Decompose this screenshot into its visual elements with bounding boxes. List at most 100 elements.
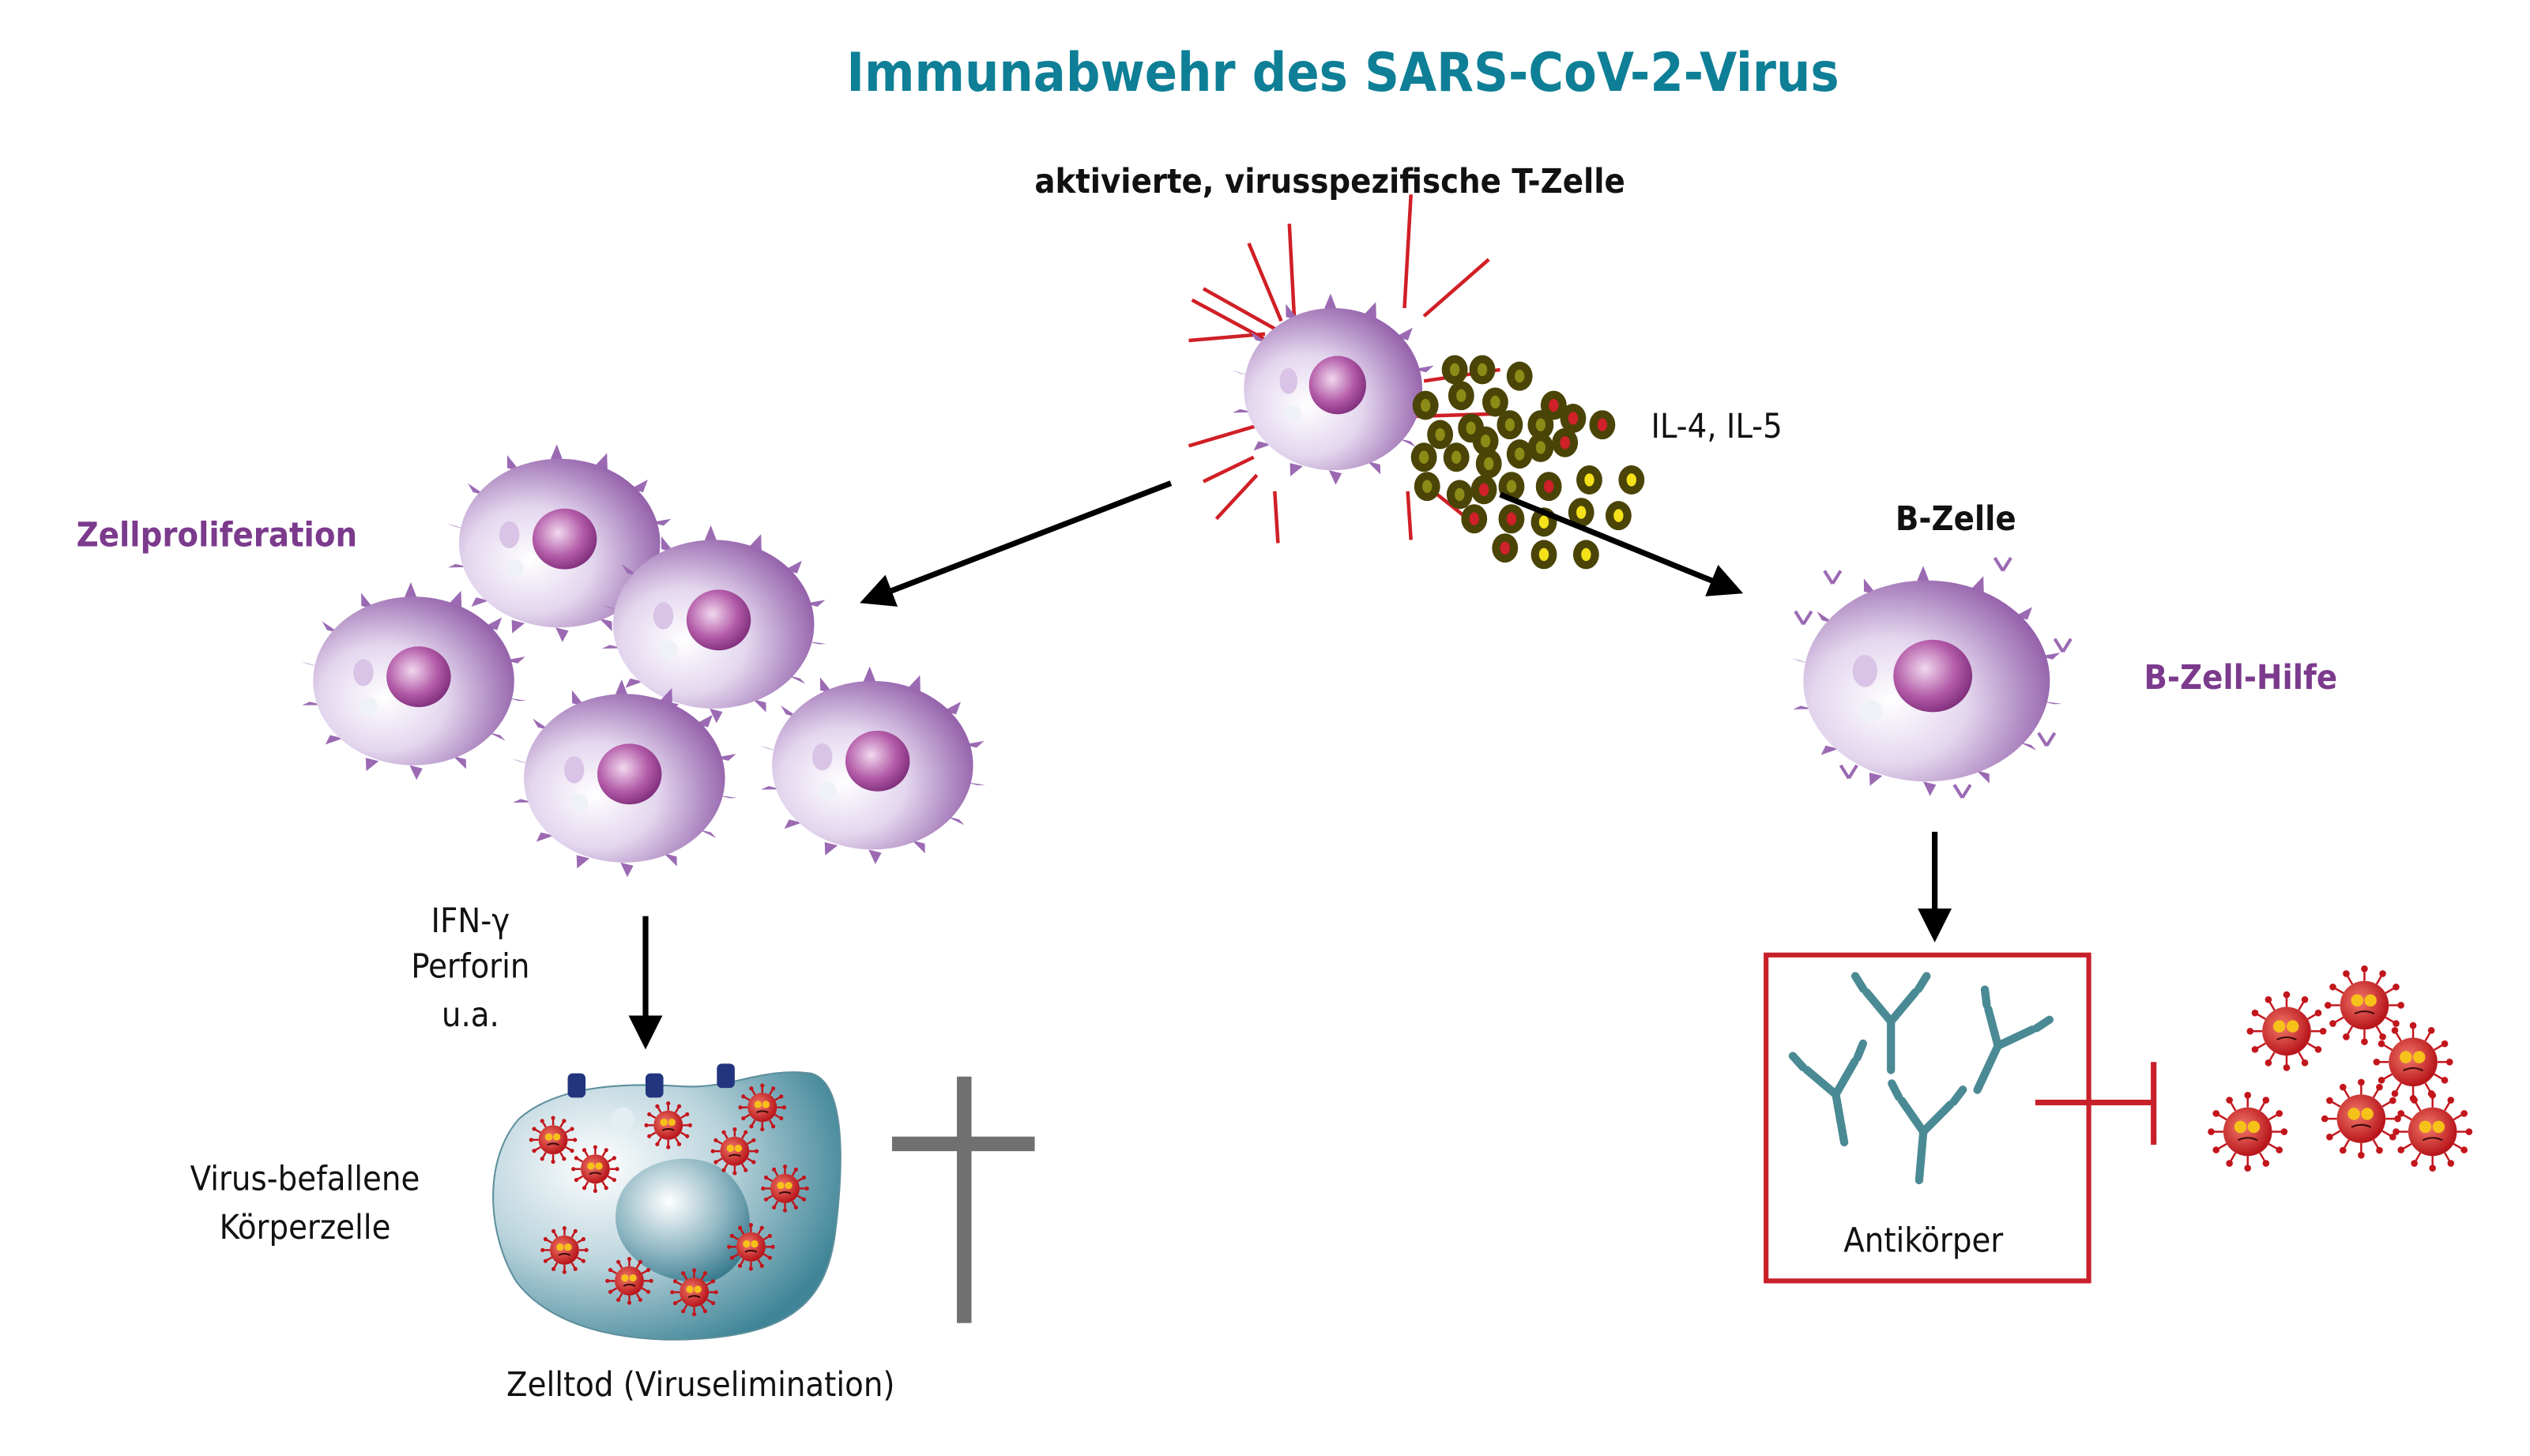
cytokine-label: IL-4, IL-5 xyxy=(1651,407,1782,446)
cytokine-particle xyxy=(1469,355,1496,385)
proliferating-t-cells xyxy=(300,444,986,878)
effector-line: Perforin xyxy=(411,947,529,987)
cross-icon xyxy=(891,1076,1035,1323)
cytokine-particle xyxy=(1506,361,1533,391)
cytokine-particle xyxy=(1475,449,1502,479)
virus-icon xyxy=(727,1222,775,1271)
activation-rays xyxy=(1188,194,1508,544)
virus-icon xyxy=(540,1226,589,1274)
cytokine-particle xyxy=(1412,390,1439,420)
activation-ray xyxy=(1247,242,1283,322)
cytokine-particle xyxy=(1441,355,1468,385)
t-cell-body xyxy=(1231,293,1435,485)
cytokine-particle xyxy=(1530,540,1557,570)
antibody-label: Antikörper xyxy=(1843,1221,2003,1260)
cytokine-particle xyxy=(1527,432,1554,462)
cytokine-particle xyxy=(1540,390,1567,420)
cytokine-particle xyxy=(1472,426,1499,456)
b-cell-receptor xyxy=(1839,764,1858,780)
page-title: Immunabwehr des SARS-CoV-2-Virus xyxy=(846,41,1839,103)
infected-cell-line: Virus-befallene xyxy=(190,1159,420,1198)
b-cell-receptor xyxy=(1952,784,1972,799)
cell-death-label: Zelltod (Viruselimination) xyxy=(506,1365,894,1405)
antibody-icon xyxy=(1850,972,1931,1074)
virus-icon xyxy=(710,1127,759,1176)
b-cell-label: B-Zelle xyxy=(1896,499,2016,539)
virus-icon xyxy=(2373,1021,2453,1102)
cytokine-particle xyxy=(1506,439,1533,469)
cytokine-particle xyxy=(1470,475,1497,505)
t-cell-label: aktivierte, virusspezifische T-Zelle xyxy=(1034,162,1625,201)
proliferation-label: Zellproliferation xyxy=(77,516,357,555)
cytokine-particle xyxy=(1535,472,1562,502)
intracellular-viruses xyxy=(529,1083,809,1317)
virus-icon xyxy=(2208,1092,2288,1172)
cytokine-particle xyxy=(1560,404,1587,433)
cytokine-particle xyxy=(1497,410,1523,440)
effector-line: u.a. xyxy=(442,995,499,1035)
cytokine-particle xyxy=(1605,501,1632,531)
virus-icon xyxy=(2246,991,2327,1071)
virus-icon xyxy=(571,1145,619,1194)
cytokine-particle xyxy=(1568,498,1594,528)
antibody-icon xyxy=(1788,1039,1868,1147)
activation-ray xyxy=(1402,194,1413,309)
b-cell-receptor xyxy=(2053,638,2073,653)
b-cell-receptor xyxy=(2037,732,2057,747)
cytokine-particle xyxy=(1589,410,1616,440)
proliferating-t-cell xyxy=(511,679,738,878)
b-cell-receptor xyxy=(1993,556,2012,572)
virus-icon xyxy=(644,1101,693,1149)
antibody-box xyxy=(1764,952,2091,1284)
activated-t-cell xyxy=(1231,293,1435,485)
b-cell-receptor xyxy=(1823,570,1843,585)
inhibition-symbol xyxy=(2035,1062,2157,1145)
activation-ray xyxy=(1214,473,1259,521)
cytokine-particle xyxy=(1572,540,1599,570)
virus-icon xyxy=(738,1083,787,1132)
cytokine-particle xyxy=(1498,504,1525,534)
activation-ray xyxy=(1191,298,1274,346)
activation-ray xyxy=(1287,224,1297,317)
b-cell-receptor xyxy=(1794,610,1813,626)
arrow-to-b-cell xyxy=(1499,491,1744,596)
antibodies xyxy=(1788,972,2054,1184)
activation-ray xyxy=(1202,287,1282,334)
effector-molecules-label: IFN-γ Perforin u.a. xyxy=(411,901,529,1035)
b-cell xyxy=(1791,556,2073,799)
cytokine-particle xyxy=(1576,465,1602,495)
infected-body-cell xyxy=(492,1063,841,1341)
cytokine-particle xyxy=(1443,442,1470,472)
infected-cell-line: Körperzelle xyxy=(220,1208,391,1247)
sars-cov-2-viruses xyxy=(2208,965,2473,1172)
effector-line: IFN-γ xyxy=(431,901,510,941)
cytokine-particle xyxy=(1618,465,1645,495)
virus-icon xyxy=(761,1164,809,1213)
cytokine-particle xyxy=(1448,381,1474,411)
proliferating-t-cell xyxy=(600,525,827,724)
activation-ray xyxy=(1188,332,1266,343)
cytokine-particle xyxy=(1552,427,1579,457)
cytokine-particle xyxy=(1482,387,1508,417)
virus-icon xyxy=(529,1116,578,1164)
infected-cell-label: Virus-befallene Körperzelle xyxy=(190,1159,420,1247)
cytokine-particle xyxy=(1410,442,1437,472)
cytokine-particle xyxy=(1461,504,1488,534)
b-cell-body xyxy=(1791,566,2062,796)
virus-icon xyxy=(670,1268,718,1317)
antibody-icon xyxy=(1973,985,2054,1094)
arrow-to-proliferation xyxy=(860,480,1173,607)
proliferating-t-cell xyxy=(300,581,527,781)
virus-icon xyxy=(2321,1078,2401,1159)
cytokine-particle xyxy=(1414,472,1440,502)
activation-ray xyxy=(1422,258,1490,318)
activation-ray xyxy=(1406,491,1413,540)
antibody-icon xyxy=(1888,1079,1967,1184)
b-cell-help-label: B-Zell-Hilfe xyxy=(2144,658,2337,698)
activation-ray xyxy=(1203,455,1255,483)
proliferating-t-cell xyxy=(446,444,673,642)
cytokine-particles xyxy=(1410,355,1645,570)
virus-icon xyxy=(2393,1092,2473,1172)
